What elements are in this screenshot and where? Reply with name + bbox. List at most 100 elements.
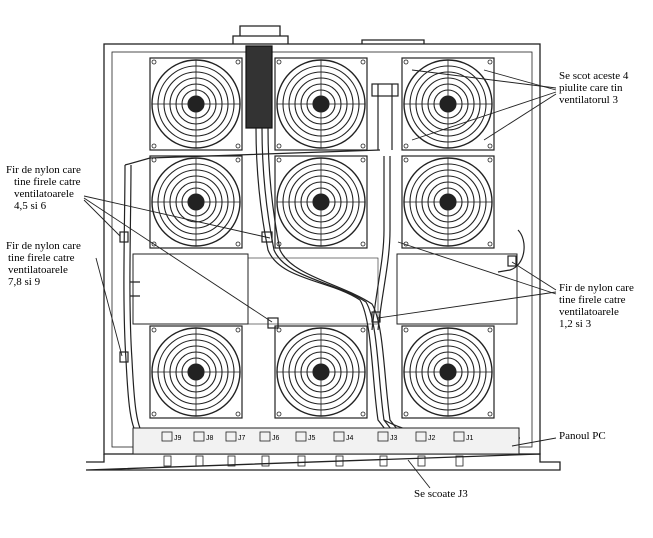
callout-line: Fir de nylon care — [559, 282, 634, 294]
mounting-hole — [235, 241, 241, 247]
fan-guard-ring — [439, 95, 457, 113]
fan-guard-ring — [187, 95, 205, 113]
callout-line: tine firele catre — [559, 294, 626, 306]
mounting-hole — [360, 157, 366, 163]
connector-label: J9 — [174, 435, 182, 442]
callout-line: ventilatoarele — [8, 264, 68, 276]
connector: J3 — [377, 431, 398, 467]
mounting-hole — [360, 411, 366, 417]
mounting-hole — [235, 59, 241, 65]
panel-pin — [227, 455, 236, 467]
fan-unit — [401, 325, 495, 419]
fan-frame — [149, 325, 243, 419]
mounting-hole — [235, 327, 241, 333]
mounting-hole — [151, 327, 157, 333]
mounting-hole — [487, 327, 493, 333]
mounting-hole — [487, 411, 493, 417]
fan-unit — [274, 57, 368, 151]
callout-line: 4,5 si 6 — [14, 200, 47, 212]
connector: J6 — [259, 431, 280, 467]
connector-row: J9 J8 J7 J6 J5 J4 J3 J2 J1 — [161, 431, 474, 467]
mounting-hole — [235, 157, 241, 163]
panel-pin — [195, 455, 204, 467]
callout-line: tine firele catre — [14, 176, 81, 188]
connector-label: J6 — [272, 435, 280, 442]
mounting-hole — [403, 143, 409, 149]
mounting-hole — [487, 241, 493, 247]
mounting-hole — [360, 241, 366, 247]
fan-unit — [149, 155, 243, 249]
connector-socket — [453, 431, 465, 442]
fan-frame — [401, 155, 495, 249]
connector-label: J3 — [390, 435, 398, 442]
fan-unit — [274, 155, 368, 249]
fan-guard-ring — [439, 193, 457, 211]
connector-label: J7 — [238, 435, 246, 442]
panel-pin — [379, 455, 388, 467]
mounting-hole — [151, 241, 157, 247]
mounting-hole — [235, 143, 241, 149]
mounting-hole — [360, 143, 366, 149]
callout-line: 1,2 si 3 — [559, 318, 592, 330]
callout-line: ventilatoarele — [559, 306, 619, 318]
mounting-hole — [487, 59, 493, 65]
callout-line: ventilatoarele — [14, 188, 74, 200]
mounting-hole — [276, 59, 282, 65]
mounting-hole — [151, 411, 157, 417]
mounting-hole — [276, 157, 282, 163]
connector-socket — [377, 431, 389, 442]
callout-pc-panel: Panoul PC — [559, 430, 606, 442]
mounting-hole — [151, 59, 157, 65]
connector: J9 — [161, 431, 182, 467]
mounting-hole — [487, 143, 493, 149]
connector-socket — [193, 431, 205, 442]
fan-guard-ring — [312, 95, 330, 113]
connector: J4 — [333, 431, 354, 467]
fan-unit — [274, 325, 368, 419]
fan-unit — [401, 57, 495, 151]
connector-label: J4 — [346, 435, 354, 442]
connector-socket — [225, 431, 237, 442]
mounting-hole — [276, 411, 282, 417]
callout-line: Se scot aceste 4 — [559, 70, 629, 82]
mounting-hole — [403, 157, 409, 163]
panel-pin — [163, 455, 172, 467]
mounting-hole — [151, 157, 157, 163]
connector-label: J1 — [466, 435, 474, 442]
side-plates — [132, 253, 518, 325]
connector: J7 — [225, 431, 246, 467]
fan-guard-ring — [312, 363, 330, 381]
panel-pin — [297, 455, 306, 467]
callout-nuts: Se scot aceste 4 piulite care tin ventil… — [559, 70, 628, 106]
mounting-hole — [151, 143, 157, 149]
mounting-hole — [487, 157, 493, 163]
callout-fans-4-5-6: Fir de nylon care tine firele catre vent… — [6, 164, 81, 212]
callout-line: Fir de nylon care — [6, 240, 81, 252]
callout-line: Fir de nylon care — [6, 164, 81, 176]
connector: J1 — [453, 431, 474, 467]
panel-pin — [455, 455, 464, 467]
leader-lines — [83, 69, 557, 489]
callout-remove-j3: Se scoate J3 — [414, 488, 468, 500]
panel-pin — [261, 455, 270, 467]
connector-label: J2 — [428, 435, 436, 442]
fan-unit — [149, 325, 243, 419]
connector-socket — [415, 431, 427, 442]
mounting-hole — [360, 59, 366, 65]
fan-guard-ring — [312, 193, 330, 211]
connector-label: J5 — [308, 435, 316, 442]
connector: J5 — [295, 431, 316, 467]
connector: J2 — [415, 431, 436, 467]
fan-unit — [149, 57, 243, 151]
fan-guard-ring — [187, 363, 205, 381]
fan-frame — [401, 325, 495, 419]
fan-guard-ring — [439, 363, 457, 381]
mounting-hole — [276, 327, 282, 333]
callout-line: 7,8 si 9 — [8, 276, 41, 288]
connector-label: J8 — [206, 435, 214, 442]
mounting-hole — [235, 411, 241, 417]
fan-unit — [401, 155, 495, 249]
fan-guard-ring — [187, 193, 205, 211]
callout-line: piulite care tin — [559, 82, 623, 94]
callout-line: ventilatorul 3 — [559, 94, 618, 106]
